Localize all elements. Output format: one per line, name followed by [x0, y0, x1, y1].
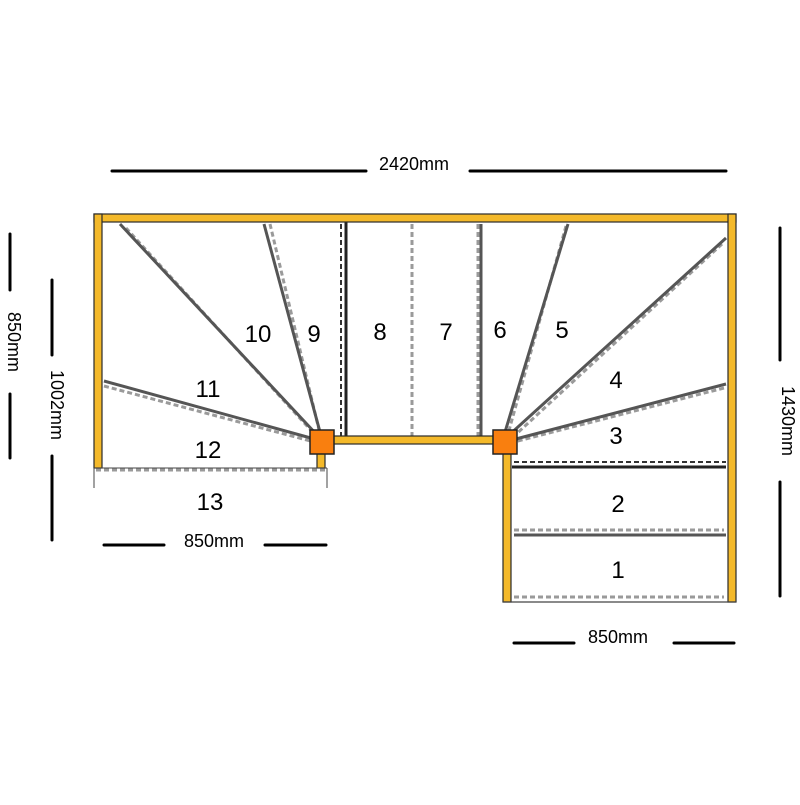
- frame: [93, 213, 737, 603]
- step-number-5: 5: [555, 317, 568, 344]
- tread-line-11: [118, 222, 320, 438]
- newel-post-right: [492, 429, 518, 455]
- step-number-3: 3: [609, 423, 622, 450]
- step-number-1: 1: [611, 557, 624, 584]
- frame-left: [93, 213, 103, 469]
- step-number-9: 9: [307, 321, 320, 348]
- dimension-lines: [8, 169, 782, 645]
- tread-lines: [103, 222, 728, 537]
- step-number-6: 6: [493, 317, 506, 344]
- nosing-step-3: [513, 386, 725, 444]
- step-number-12: 12: [195, 437, 222, 464]
- left-bottom-width-label: 850mm: [184, 531, 244, 551]
- frame-middle-connector: [325, 435, 503, 445]
- tread-line-12: [103, 379, 319, 442]
- newel-post-left: [309, 429, 335, 455]
- tread-line-5: [503, 223, 570, 433]
- nosing-step-4: [510, 242, 724, 440]
- left-outer-height-label: 850mm: [4, 312, 24, 372]
- nosing-step-12: [103, 384, 319, 445]
- step-number-10: 10: [245, 321, 272, 348]
- right-bottom-width-label: 850mm: [588, 627, 648, 647]
- total-width-label: 2420mm: [379, 154, 449, 174]
- step-number-4: 4: [609, 367, 622, 394]
- step-number-13: 13: [197, 489, 224, 516]
- step-number-2: 2: [611, 491, 624, 518]
- frame-right-inner-stringer: [502, 445, 512, 603]
- frame-right: [727, 213, 737, 603]
- tread-line-4: [506, 236, 728, 438]
- step-number-7: 7: [439, 319, 452, 346]
- tread-line-10: [262, 223, 322, 433]
- frame-top: [93, 213, 737, 223]
- step-number-8: 8: [373, 319, 386, 346]
- right-height-label: 1430mm: [778, 386, 798, 456]
- step-number-11: 11: [196, 376, 221, 403]
- tread-line-3: [511, 382, 727, 442]
- step-numbers: 1 2 3 4 5 6 7 8 9 10 11 12 13: [195, 317, 625, 584]
- left-inner-height-label: 1002mm: [47, 370, 67, 440]
